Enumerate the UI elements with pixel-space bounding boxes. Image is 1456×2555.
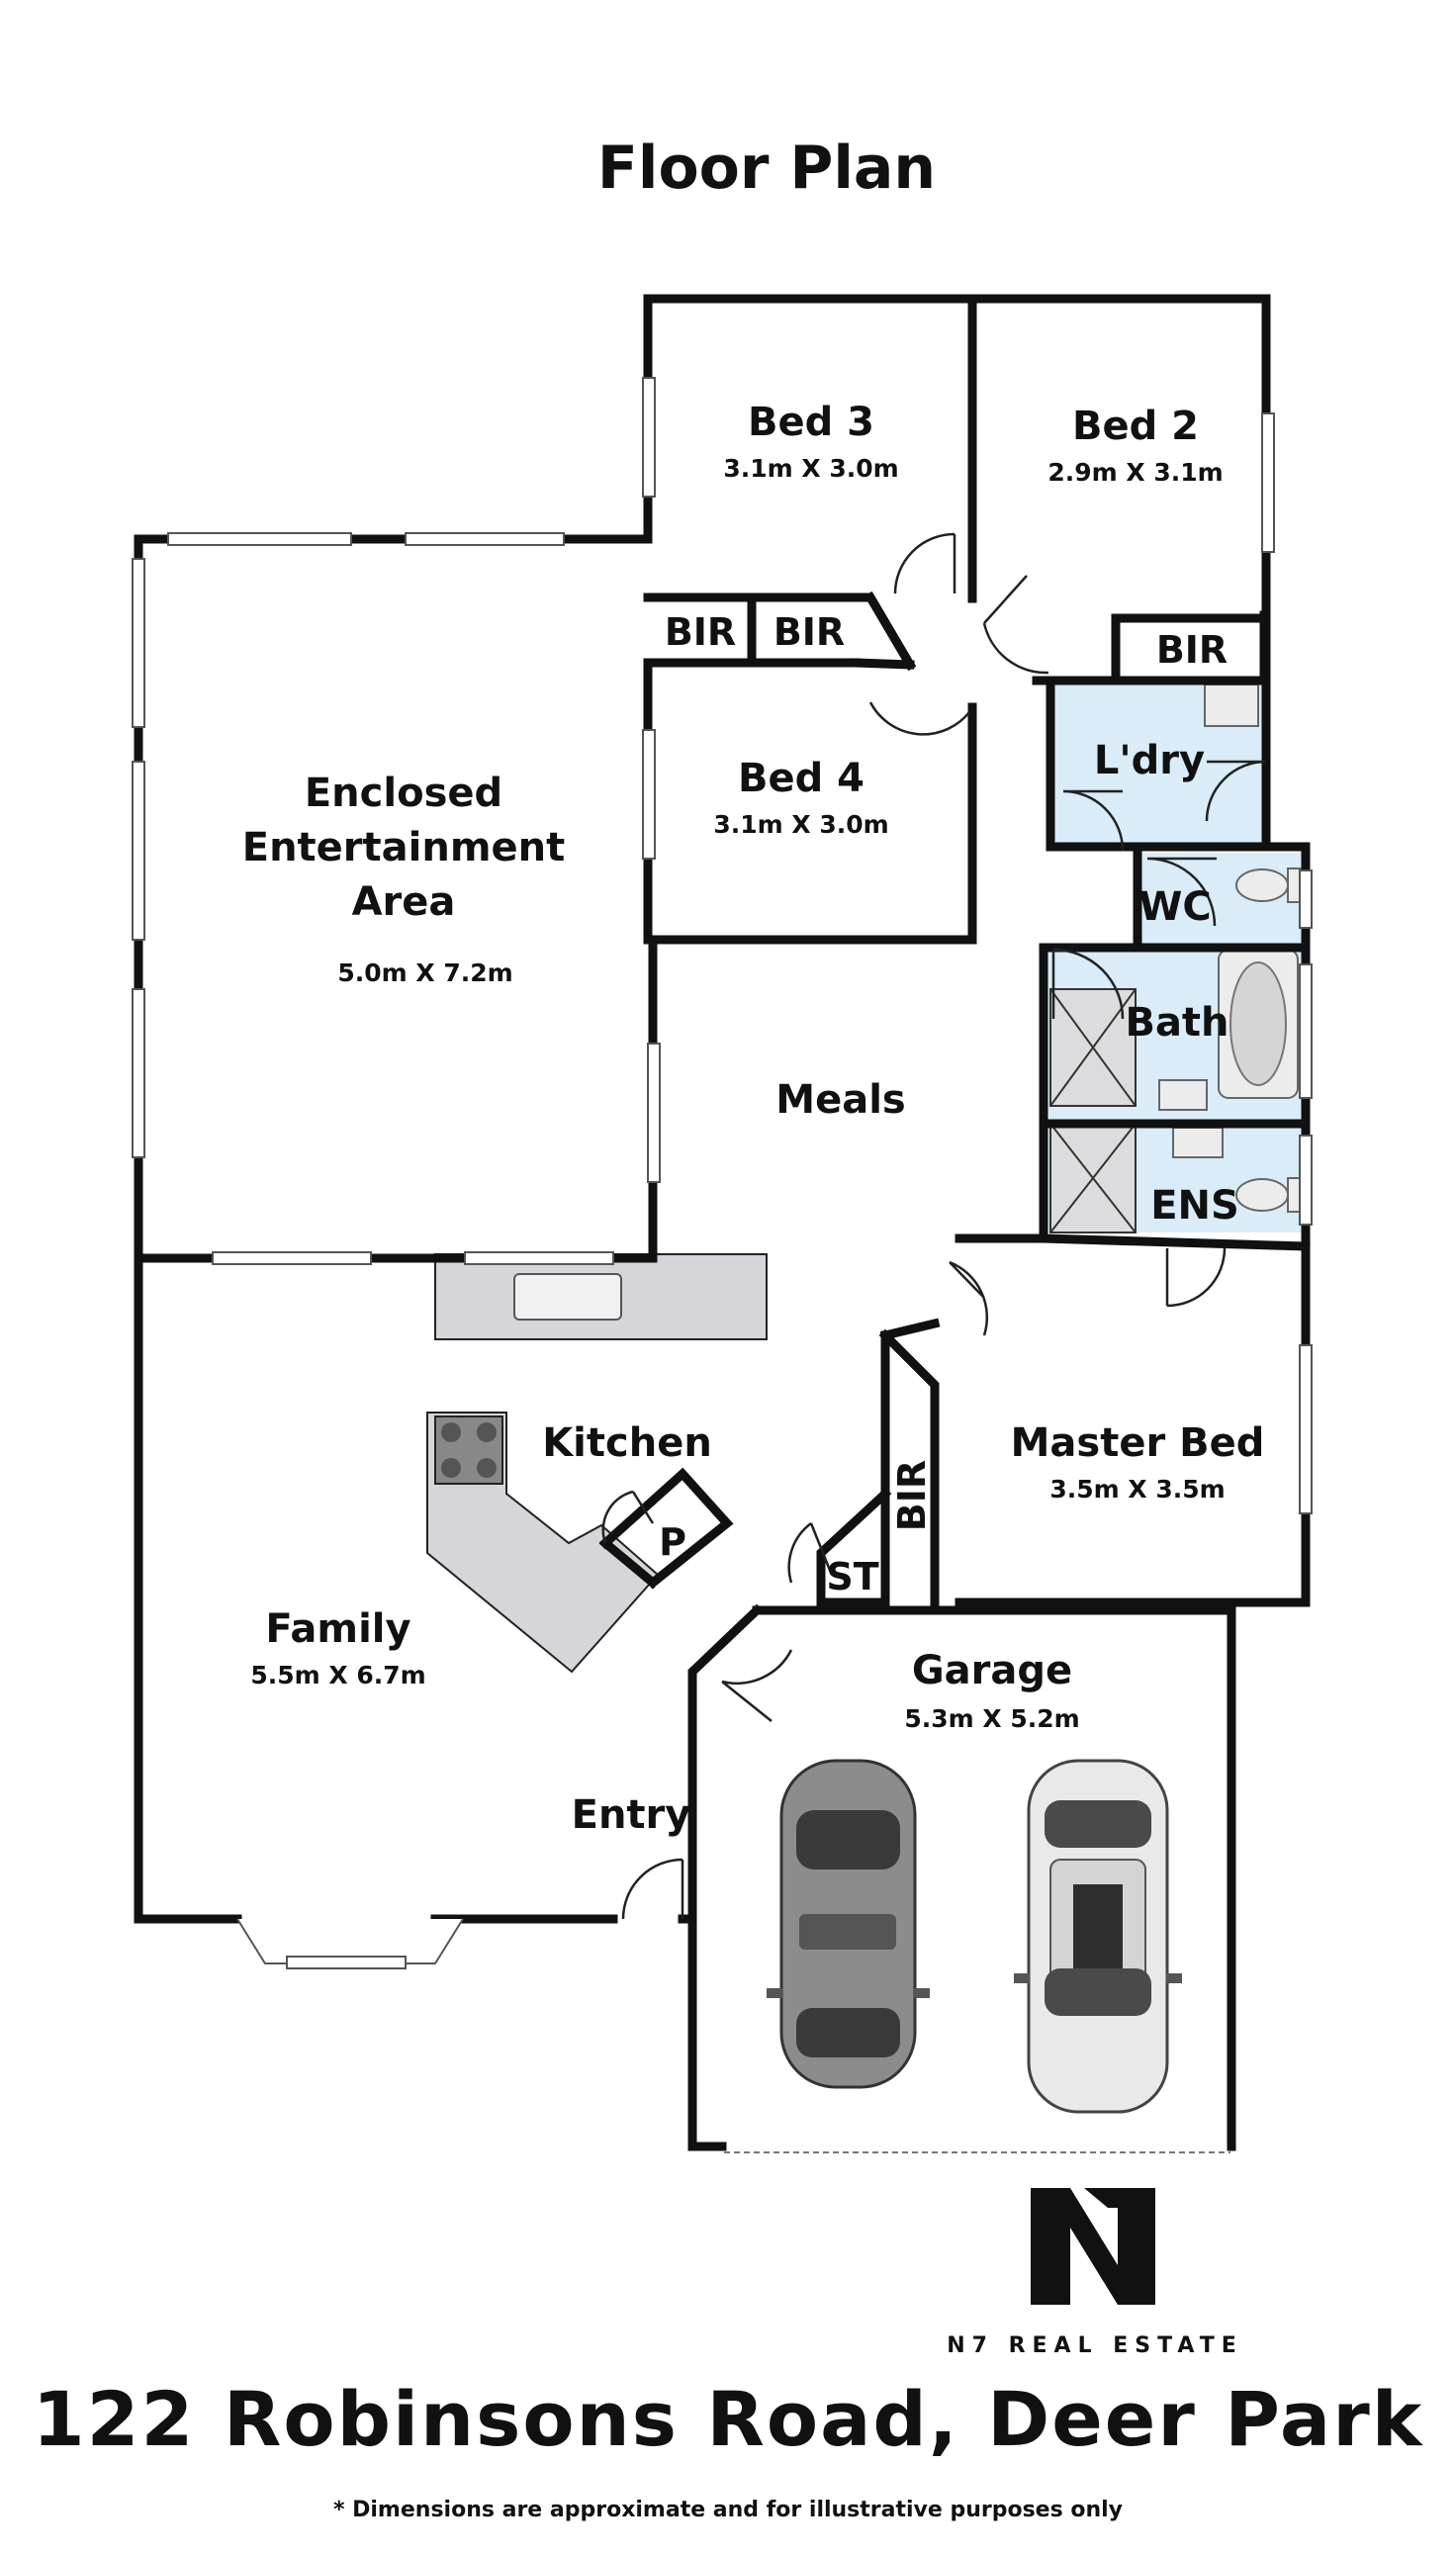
- bir-label-3: BIR: [1156, 628, 1228, 672]
- shower-ens: [1049, 1123, 1137, 1233]
- kitchen-label: Kitchen: [542, 1420, 712, 1466]
- entertainment-dims: 5.0m X 7.2m: [337, 958, 512, 987]
- ens-vanity: [1172, 1127, 1224, 1158]
- entertainment-label-1: Enclosed: [305, 771, 502, 816]
- entertainment-label-3: Area: [352, 879, 456, 925]
- garage-label: Garage: [912, 1648, 1072, 1693]
- sink: [513, 1273, 622, 1321]
- bed3-label: Bed 3: [748, 400, 874, 445]
- disclaimer: * Dimensions are approximate and for ill…: [333, 2498, 1123, 2522]
- bathtub-basin: [1229, 961, 1287, 1086]
- address: 122 Robinsons Road, Deer Park: [33, 2375, 1423, 2463]
- entertainment-label-2: Entertainment: [242, 825, 565, 870]
- bed2-label: Bed 2: [1072, 404, 1199, 449]
- bath-vanity: [1158, 1079, 1208, 1111]
- pantry-label: P: [659, 1520, 686, 1564]
- laundry-tub: [1204, 684, 1259, 727]
- brand-name: N7 REAL ESTATE: [947, 2333, 1243, 2358]
- bir-master-label: BIR: [890, 1460, 934, 1531]
- master-dims: 3.5m X 3.5m: [1049, 1475, 1225, 1504]
- wc-floor: [1138, 853, 1304, 948]
- wc-label: WC: [1138, 884, 1211, 930]
- family-dims: 5.5m X 6.7m: [250, 1661, 425, 1689]
- bed4-label: Bed 4: [738, 756, 864, 801]
- bed3-dims: 3.1m X 3.0m: [723, 454, 898, 483]
- wc-toilet: [1235, 868, 1289, 902]
- master-label: Master Bed: [1011, 1420, 1265, 1466]
- car-dark: [767, 1759, 930, 2089]
- family-label: Family: [265, 1606, 410, 1652]
- windows: [132, 377, 1313, 2153]
- car-light: [1014, 1759, 1182, 2114]
- bed4-dims: 3.1m X 3.0m: [713, 810, 888, 839]
- room-labels: Bed 3 3.1m X 3.0m Bed 2 2.9m X 3.1m BIR …: [242, 400, 1265, 1838]
- fixtures: [1158, 684, 1303, 1213]
- kitchen-benches: [426, 1253, 768, 1674]
- ens-toilet: [1235, 1178, 1289, 1212]
- bed2-dims: 2.9m X 3.1m: [1047, 458, 1223, 487]
- brand-logo: N7 REAL ESTATE: [947, 2188, 1243, 2358]
- page-title: Floor Plan: [597, 134, 936, 203]
- laundry-label: L'dry: [1094, 738, 1205, 783]
- ens-label: ENS: [1150, 1183, 1239, 1229]
- st-label: ST: [826, 1555, 878, 1598]
- meals-label: Meals: [775, 1077, 905, 1123]
- bath-label: Bath: [1125, 1000, 1228, 1046]
- entry-label: Entry: [572, 1792, 691, 1838]
- garage-dims: 5.3m X 5.2m: [904, 1704, 1079, 1733]
- bir-label-2: BIR: [774, 610, 845, 654]
- bir-label-1: BIR: [665, 610, 736, 654]
- doors: [601, 532, 1267, 1920]
